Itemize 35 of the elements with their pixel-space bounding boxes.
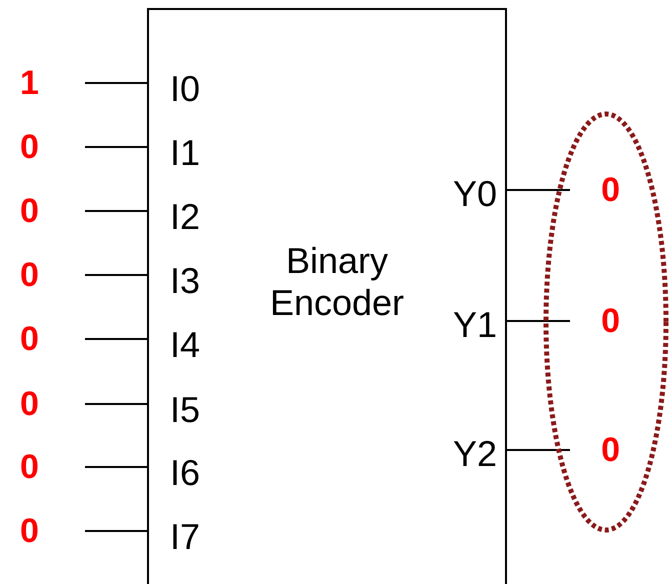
logic-value: 0	[20, 447, 39, 488]
wire	[85, 82, 147, 84]
pin-label: I4	[170, 325, 200, 365]
logic-value: 0	[20, 255, 39, 296]
logic-value: 0	[601, 430, 620, 471]
pin-label: Y2	[452, 434, 497, 474]
logic-value: 0	[20, 127, 39, 168]
wire	[85, 466, 147, 468]
wire	[507, 320, 570, 322]
block-label: Binary Encoder	[268, 240, 406, 324]
pin-label: I6	[170, 453, 200, 493]
logic-value: 0	[601, 170, 620, 211]
logic-value: 0	[20, 191, 39, 232]
logic-value: 0	[20, 384, 39, 425]
pin-label: I5	[170, 390, 200, 430]
logic-value: 1	[20, 63, 39, 104]
wire	[85, 530, 147, 532]
pin-label: I0	[170, 69, 200, 109]
logic-value: 0	[20, 319, 39, 360]
logic-value: 0	[601, 301, 620, 342]
logic-value: 0	[20, 511, 39, 552]
wire	[85, 274, 147, 276]
pin-label: I7	[170, 517, 200, 557]
wire	[85, 403, 147, 405]
wire	[85, 146, 147, 148]
pin-label: I1	[170, 133, 200, 173]
pin-label: I3	[170, 261, 200, 301]
wire	[85, 210, 147, 212]
pin-label: I2	[170, 197, 200, 237]
pin-label: Y0	[452, 174, 497, 214]
wire	[507, 449, 570, 451]
encoder-block	[147, 8, 507, 584]
wire	[85, 338, 147, 340]
pin-label: Y1	[452, 305, 497, 345]
wire	[507, 189, 570, 191]
